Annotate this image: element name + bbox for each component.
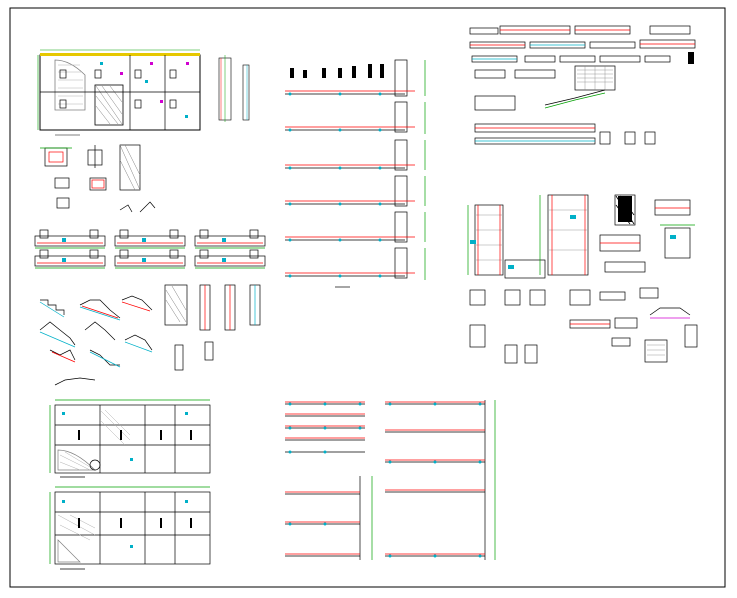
column-details bbox=[40, 144, 156, 213]
stair-details bbox=[39, 284, 261, 386]
wall-sections-row bbox=[34, 229, 266, 269]
section-details-right bbox=[467, 194, 698, 364]
floor-plan-top-left bbox=[37, 49, 250, 136]
beam-elevations-column bbox=[285, 59, 426, 288]
sheet-border bbox=[9, 7, 726, 588]
beam-elevations-bottom bbox=[285, 400, 496, 560]
slab-reinforcement-top-right bbox=[469, 25, 696, 145]
floor-plans-bottom-left bbox=[49, 399, 211, 570]
